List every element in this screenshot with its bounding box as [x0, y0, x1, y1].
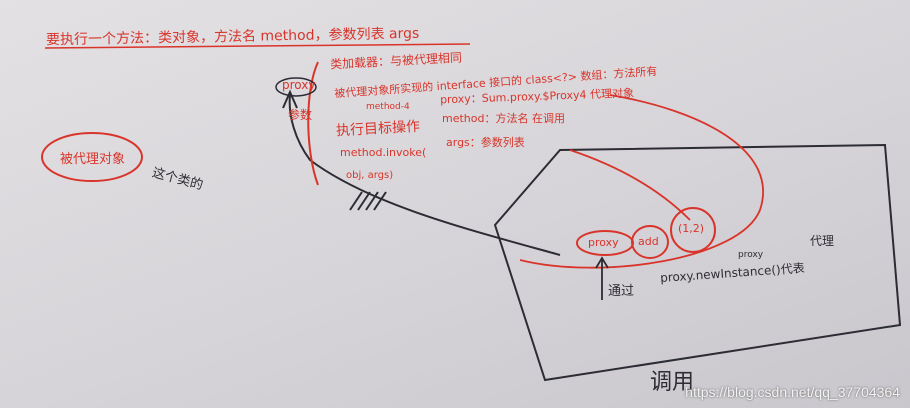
hatch-marks [349, 191, 387, 211]
title-underline [44, 43, 471, 49]
oval-add [631, 225, 669, 259]
invoke-call: method.invoke( [340, 146, 427, 159]
call-add: add [638, 235, 659, 248]
call-box-outline [493, 143, 902, 382]
left-brace [307, 61, 319, 186]
dai-li: 代理 [810, 234, 835, 248]
target-label: 被代理对象 [60, 152, 126, 167]
arrow-to-proxy [288, 94, 561, 256]
call-proxy: proxy [588, 236, 619, 249]
target-oval [41, 132, 143, 182]
up-arrow [595, 256, 609, 300]
proxy-circle [275, 77, 317, 97]
arrow-to-args [569, 149, 691, 221]
loop-arrow [519, 94, 764, 269]
watermark: https://blog.csdn.net/qq_37704364 [685, 384, 900, 400]
call-caption: 调用 [650, 370, 695, 395]
oval-args [670, 207, 716, 253]
call-args: (1,2) [678, 222, 705, 235]
exec-num: method-4 [366, 102, 410, 112]
method-param: method：方法名 在调用 [442, 112, 565, 125]
arrow-head [282, 89, 298, 109]
args-param: args：参数列表 [446, 136, 525, 149]
proxy-word: proxy [282, 78, 316, 92]
param-label: 参数 [288, 108, 313, 122]
proxy-top: proxy [738, 250, 764, 260]
obj-args: obj, args) [346, 170, 394, 181]
call-word: 通过 [608, 284, 635, 299]
